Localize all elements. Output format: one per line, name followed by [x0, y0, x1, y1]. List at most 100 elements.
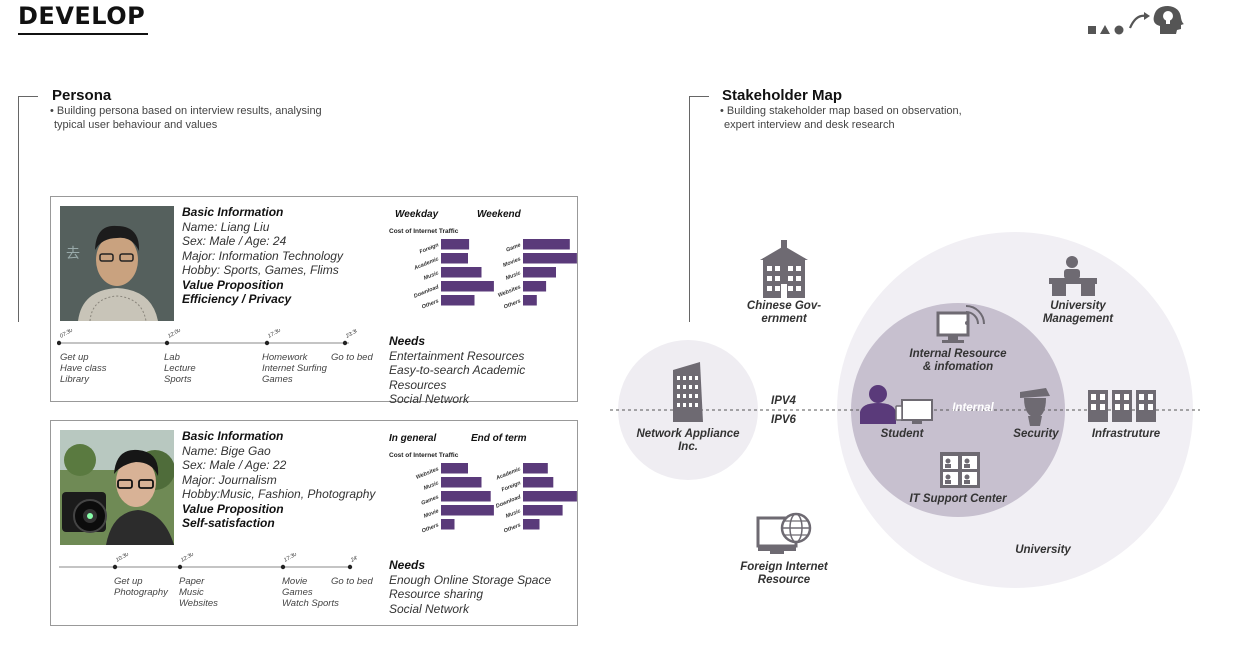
needs-2: Needs Enough Online Storage Space Resour… [389, 558, 552, 616]
left-bar-label: Foreign [419, 242, 441, 255]
stakeholder-description: • Building stakeholder map based on obse… [720, 105, 962, 131]
left-bar [441, 281, 494, 292]
persona-card-2: Basic Information Name: Bige Gao Sex: Ma… [50, 420, 578, 626]
left-bar-label: Movie [423, 508, 440, 519]
label-it-support: IT Support Center [909, 493, 1007, 505]
circle-icon [1114, 25, 1124, 35]
left-bar [441, 491, 491, 502]
right-bar-label: Others [503, 522, 522, 534]
right-bar-label: Others [503, 298, 522, 310]
timeline-time: 24:00 [349, 553, 357, 564]
left-bar [441, 519, 455, 530]
right-bar-label: Academic [494, 466, 521, 482]
timeline-dot [264, 340, 270, 346]
left-bar-label: Websites [415, 466, 440, 481]
right-bar [523, 281, 547, 292]
security-guard-icon [1020, 388, 1050, 426]
timeline-dot [57, 340, 62, 346]
student-icon [860, 385, 933, 424]
label-security: Security [1013, 428, 1059, 440]
left-bar-label: Academic [412, 256, 439, 272]
manager-desk-icon [1049, 256, 1097, 296]
timeline-time: 12:00 [167, 329, 183, 340]
label-university: University [1015, 544, 1071, 556]
square-icon [1088, 26, 1096, 34]
left-bar-label: Music [423, 270, 440, 281]
right-bar-label: Music [505, 270, 522, 281]
timeline-time: 12:30 [180, 553, 196, 564]
label-internal: Internal [952, 402, 994, 414]
persona-description: • Building persona based on interview re… [50, 105, 322, 131]
right-bar-label: Movies [502, 256, 522, 269]
chart-subtitle: Cost of Internet Traffic [389, 228, 459, 235]
label-internal-resource: Internal Resource& infomation [909, 348, 1007, 373]
right-bar-label: Game [505, 242, 521, 253]
monitor-wifi-icon [936, 305, 985, 343]
right-bar [523, 491, 577, 502]
timeline-dot [112, 564, 118, 570]
label-ipv4: IPV4 [771, 395, 796, 407]
chart-heading-left-2: In general [389, 433, 437, 444]
page-title: DEVELOP [18, 2, 146, 30]
right-bar-label: Music [505, 508, 522, 519]
title-underline [18, 33, 148, 35]
timeline-dot [164, 340, 170, 346]
label-chinese-government: Chinese Gov-ernment [746, 300, 822, 325]
persona-card-1: 去 Basic Information Name: Liang Liu Sex:… [50, 196, 578, 406]
left-bar [441, 295, 475, 306]
traffic-chart-1: Cost of Internet TrafficPriorityForeignA… [389, 228, 577, 310]
left-bar-label: Download [413, 284, 440, 300]
arrow-icon [1128, 14, 1147, 29]
chart-subtitle: Cost of Internet Traffic [389, 452, 459, 459]
header-icons [1088, 6, 1184, 35]
timeline-dot [342, 340, 348, 346]
triangle-icon [1100, 25, 1110, 34]
right-bar [523, 267, 556, 278]
government-building-icon [760, 240, 808, 298]
timeline-time: 10:30 [115, 553, 131, 564]
skyscraper-icon [673, 362, 703, 422]
left-bar [441, 253, 468, 264]
persona-title: Persona [52, 87, 112, 104]
right-bar [523, 239, 570, 250]
right-bar-label: Foreign [501, 480, 523, 493]
left-bar-label: Others [421, 522, 440, 534]
label-ipv6: IPV6 [771, 414, 796, 426]
right-bar [523, 505, 563, 516]
traffic-chart-2: Cost of Internet TrafficPriorityWebsites… [389, 452, 577, 534]
left-bar [441, 505, 494, 516]
chart-heading-right-2: End of term [471, 433, 527, 444]
left-bar-label: Others [421, 298, 440, 310]
infrastructure-icon [1088, 390, 1156, 422]
left-bar-label: Music [423, 480, 440, 491]
basic-info-2: Basic Information Name: Bige Gao Sex: Ma… [182, 429, 376, 530]
right-bar-label: Websites [497, 284, 522, 299]
head-lightbulb-icon [1153, 6, 1184, 34]
right-bar [523, 519, 540, 530]
left-bar [441, 463, 468, 474]
it-support-icon [940, 452, 980, 488]
chart-heading-left-1: Weekday [395, 209, 439, 220]
right-bar [523, 253, 577, 264]
stakeholder-bracket [689, 96, 690, 322]
persona-photo-1: 去 [60, 206, 174, 321]
persona-photo-2 [60, 430, 174, 545]
basic-info-1: Basic Information Name: Liang Liu Sex: M… [182, 205, 343, 306]
timeline-dot [280, 564, 286, 570]
right-bar [523, 463, 548, 474]
left-bar-label: Games [420, 494, 439, 506]
chart-heading-right-1: Weekend [477, 209, 521, 220]
timeline-time: 17:30 [267, 329, 283, 340]
svg-text:去: 去 [66, 246, 80, 262]
left-bar [441, 477, 482, 488]
timeline-dot [347, 564, 353, 570]
label-infrastructure: Infrastruture [1091, 428, 1161, 440]
right-bar [523, 295, 537, 306]
left-bar [441, 239, 470, 250]
stakeholder-map [610, 232, 1200, 588]
left-bar [441, 267, 482, 278]
